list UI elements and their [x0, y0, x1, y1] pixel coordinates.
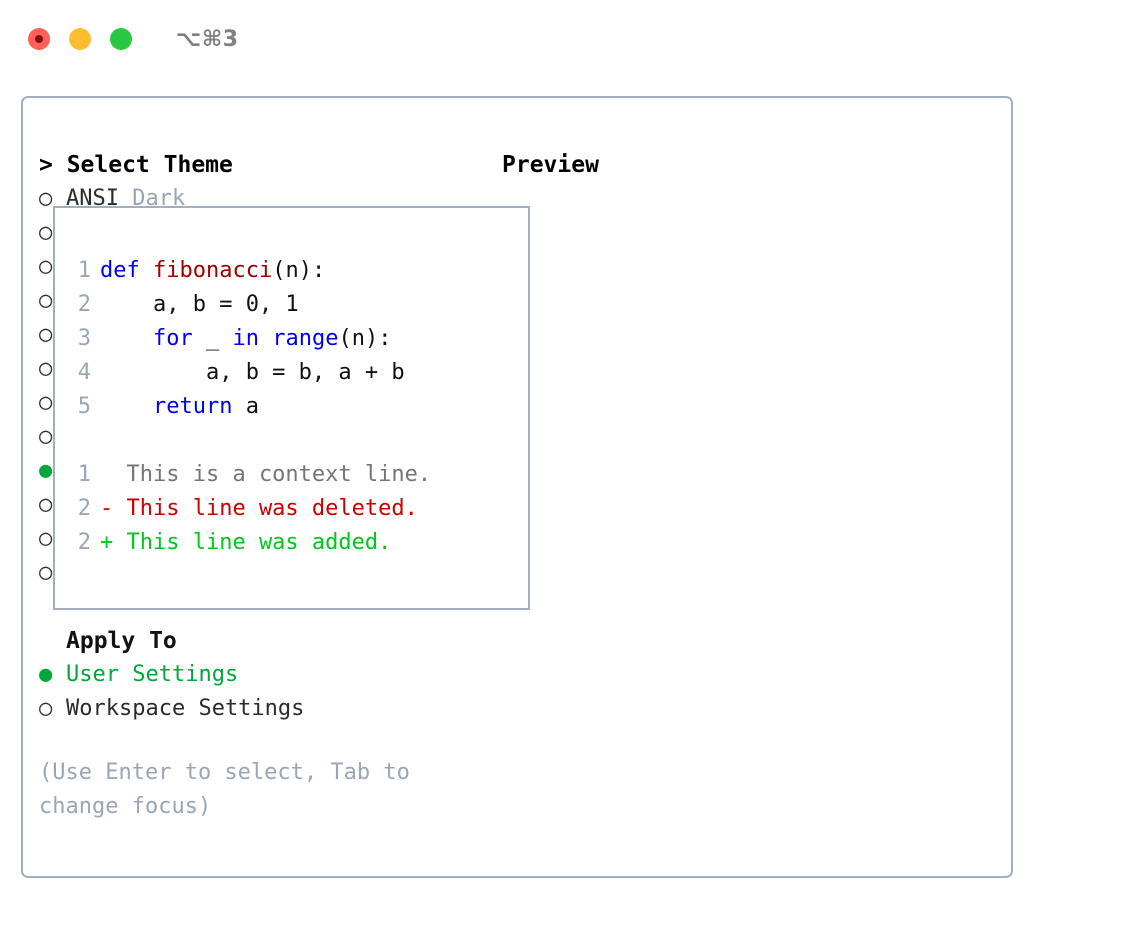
- code-line-number: 2: [77, 292, 91, 317]
- code-line-number: 1: [77, 258, 91, 283]
- diff-line-add: 2 + This line was added.: [69, 526, 528, 560]
- main-panel: > Select Theme ○ANSI Dark○Atom One Dark○…: [21, 96, 1013, 878]
- select-theme-header: > Select Theme: [39, 152, 233, 178]
- radio-unselected-icon: ○: [39, 424, 53, 449]
- radio-unselected-icon: ○: [39, 390, 53, 415]
- code-token-fn: fibonacci: [152, 258, 273, 283]
- traffic-lights: [28, 28, 132, 50]
- radio-unselected-icon: ○: [39, 220, 53, 245]
- code-line-number: 4: [77, 360, 91, 385]
- minimize-button-icon[interactable]: [69, 28, 91, 50]
- code-token-plain: [100, 394, 153, 419]
- radio-unselected-icon: ○: [39, 322, 53, 347]
- code-diff-separator: [69, 424, 528, 458]
- close-button-icon[interactable]: [28, 28, 50, 50]
- title-bar: ⌥⌘3: [0, 0, 1140, 78]
- code-token-plain: (n):: [338, 326, 392, 351]
- code-line-2: 2 a, b = 0, 1: [69, 288, 528, 322]
- keyboard-hint-text: (Use Enter to select, Tab to change focu…: [39, 760, 424, 819]
- code-token-kw: range: [272, 326, 339, 351]
- diff-sample-lines: 1 This is a context line. 2 - This line wa…: [69, 458, 528, 560]
- radio-unselected-icon: ○: [39, 560, 53, 585]
- code-token-plain: a, b = b, a + b: [100, 360, 405, 385]
- diff-line-number: 2: [77, 530, 91, 555]
- code-token-kw: for: [152, 326, 193, 351]
- radio-unselected-icon: ○: [39, 288, 53, 313]
- code-token-kw: return: [152, 394, 233, 419]
- keyboard-shortcut-label: ⌥⌘3: [176, 26, 239, 52]
- diff-line-number: 1: [77, 462, 91, 487]
- radio-unselected-icon: ○: [39, 186, 53, 211]
- apply-to-header: Apply To: [66, 628, 177, 654]
- radio-unselected-icon: ○: [39, 356, 53, 381]
- code-token-plain: a: [232, 394, 259, 419]
- apply-option-label: User Settings: [66, 662, 239, 687]
- code-line-3: 3 for _ in range(n):: [69, 322, 528, 356]
- maximize-button-icon[interactable]: [110, 28, 132, 50]
- diff-line-text: + This line was added.: [100, 530, 392, 555]
- preview-header: Preview: [502, 152, 599, 178]
- code-token-plain: [100, 326, 153, 351]
- code-line-4: 4 a, b = b, a + b: [69, 356, 528, 390]
- code-token-plain: [259, 326, 272, 351]
- radio-unselected-icon: ○: [39, 696, 53, 721]
- code-token-plain: (n):: [272, 258, 326, 283]
- code-line-number: 5: [77, 394, 91, 419]
- diff-line-ctx: 1 This is a context line.: [69, 458, 528, 492]
- radio-selected-icon: ●: [39, 458, 53, 483]
- radio-unselected-icon: ○: [39, 492, 53, 517]
- code-token-plain: _: [192, 326, 233, 351]
- apply-to-list: ● User Settings ○ Workspace Settings: [39, 658, 479, 726]
- diff-line-number: 2: [77, 496, 91, 521]
- code-token-plain: a, b = 0, 1: [100, 292, 299, 317]
- preview-column: Preview: [502, 148, 992, 182]
- radio-selected-icon: ●: [39, 662, 53, 687]
- code-line-1: 1 def fibonacci(n):: [69, 254, 528, 288]
- radio-unselected-icon: ○: [39, 526, 53, 551]
- diff-line-text: - This line was deleted.: [100, 496, 418, 521]
- radio-unselected-icon: ○: [39, 254, 53, 279]
- diff-line-del: 2 - This line was deleted.: [69, 492, 528, 526]
- diff-line-text: This is a context line.: [100, 462, 432, 487]
- apply-option-1[interactable]: ○ Workspace Settings: [39, 692, 479, 726]
- code-line-number: 3: [77, 326, 91, 351]
- apply-option-label: Workspace Settings: [66, 696, 305, 721]
- code-token-kw: in: [232, 326, 259, 351]
- code-token-kw: def: [100, 258, 153, 283]
- code-line-5: 5 return a: [69, 390, 528, 424]
- apply-option-0[interactable]: ● User Settings: [39, 658, 479, 692]
